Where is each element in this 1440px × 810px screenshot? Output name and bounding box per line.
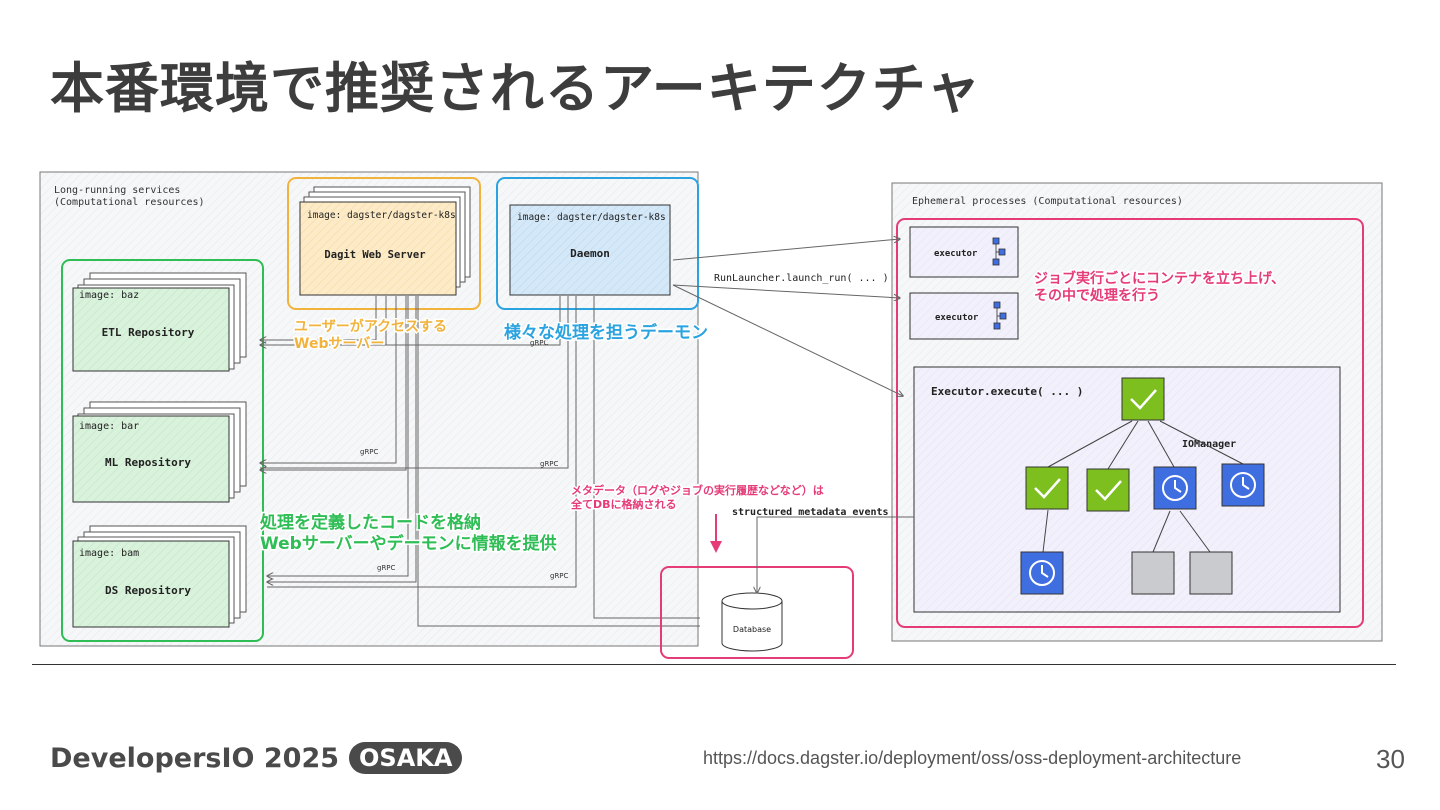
db-note: メタデータ（ログやジョブの実行履歴などなど）は (571, 483, 824, 497)
op-pending (1189, 551, 1233, 595)
metadata-arrow (757, 516, 914, 593)
op-success (1025, 466, 1069, 510)
ml-repository-name: ML Repository (105, 456, 191, 469)
grpc-label: gRPC (360, 448, 379, 456)
footer-brand: DevelopersIO 2025 OSAKA (50, 742, 463, 774)
grpc-label: gRPC (377, 564, 396, 572)
op-success (1121, 377, 1165, 421)
grpc-label: gRPC (540, 460, 559, 468)
container-note: その中で処理を行う (1034, 287, 1160, 304)
repositories-outline (61, 259, 264, 642)
executor-box: executor (909, 226, 1019, 278)
op-running (1020, 551, 1064, 595)
repository-note: 処理を定義したコードを格納 (259, 512, 481, 533)
web-server-name: Dagit Web Server (324, 249, 425, 261)
web-server-outline (287, 177, 481, 310)
grpc-connections (260, 296, 700, 627)
ds-image-label: image: bam (79, 548, 139, 559)
daemon-name: Daemon (570, 247, 610, 260)
grpc-label: gRPC (550, 572, 569, 580)
ml-image-label: image: bar (79, 421, 139, 432)
long-running-sublabel: (Computational resources) (54, 197, 205, 208)
brand-badge: OSAKA (349, 742, 463, 774)
db-note: 全てDBに格納される (570, 497, 677, 511)
etl-image-label: image: baz (79, 290, 139, 301)
web-server-image-label: image: dagster/dagster-k8s (307, 210, 456, 221)
repository-note: Webサーバーやデーモンに情報を提供 (260, 533, 557, 554)
ephemeral-label: Ephemeral processes (Computational resou… (912, 196, 1183, 207)
web-server-note: ユーザーがアクセスする (294, 318, 447, 335)
structured-metadata-label: structured metadata events (732, 507, 889, 518)
graph-icon (992, 237, 1006, 266)
etl-repository: image: baz ETL Repository (72, 272, 247, 372)
op-running (1221, 463, 1265, 507)
daemon: image: dagster/dagster-k8s Daemon (509, 204, 671, 296)
io-manager-label: IOManager (1182, 439, 1236, 450)
ml-repository: image: bar ML Repository (72, 401, 247, 503)
ds-repository-name: DS Repository (105, 584, 191, 597)
op-tree-edges (1042, 420, 1244, 553)
op-running (1153, 466, 1197, 510)
page-number: 30 (1376, 744, 1405, 774)
database-label: Database (733, 625, 771, 634)
dagit-web-server: image: dagster/dagster-k8s Dagit Web Ser… (299, 186, 471, 296)
executor-label: executor (934, 249, 978, 259)
daemon-note: 様々な処理を担うデーモン (504, 322, 708, 343)
daemon-image-label: image: dagster/dagster-k8s (517, 212, 666, 223)
ephemeral-outline (896, 218, 1364, 628)
ds-repository: image: bam DS Repository (72, 525, 247, 628)
executor-label: executor (935, 313, 979, 323)
grpc-label: gRPC (530, 339, 549, 347)
brand-name: DevelopersIO 2025 (50, 742, 340, 774)
etl-repository-name: ETL Repository (102, 326, 195, 339)
run-launcher-arrows (672, 239, 903, 396)
database: Database (721, 592, 783, 652)
op-pending (1131, 551, 1175, 595)
graph-icon (993, 301, 1007, 330)
footer-divider (32, 664, 1396, 665)
slide-title: 本番環境で推奨されるアーキテクチャ (50, 57, 982, 120)
op-success (1086, 468, 1130, 512)
source-url: https://docs.dagster.io/deployment/oss/o… (703, 748, 1242, 768)
daemon-outline (496, 177, 699, 310)
long-running-label: Long-running services (54, 185, 180, 196)
container-note: ジョブ実行ごとにコンテナを立ち上げ、 (1034, 270, 1285, 287)
web-server-note: Webサーバー (294, 336, 384, 352)
executor-box: executor (909, 292, 1019, 340)
run-launcher-label: RunLauncher.launch_run( ... ) (714, 273, 889, 284)
pink-arrow (710, 514, 722, 553)
executor-execute-label: Executor.execute( ... ) (931, 385, 1083, 398)
